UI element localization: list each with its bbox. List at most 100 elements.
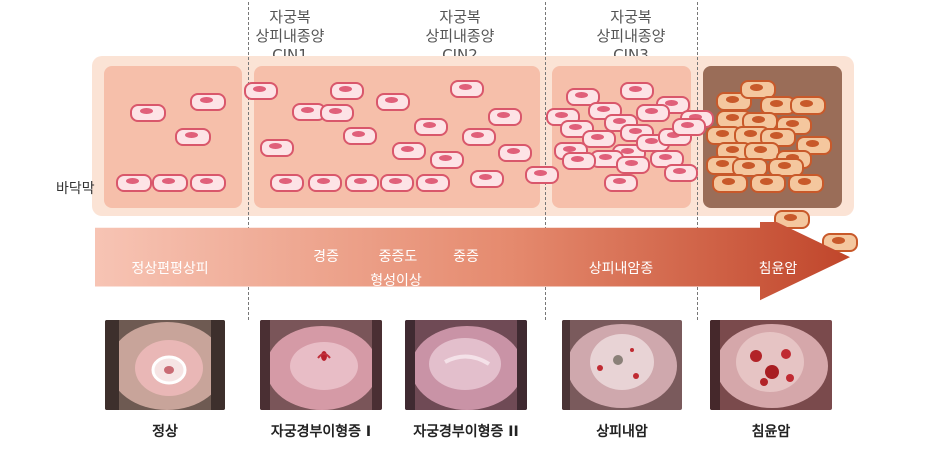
photo-cin2 bbox=[405, 320, 527, 410]
cell-nucleus bbox=[798, 178, 811, 185]
cin3-label-line2: 상피내종양 bbox=[596, 27, 666, 45]
cell-nucleus bbox=[716, 160, 729, 167]
cell-nucleus bbox=[629, 128, 642, 134]
cis-cell bbox=[636, 104, 670, 122]
cell-nucleus bbox=[534, 170, 547, 176]
dysplastic-cell bbox=[470, 170, 504, 188]
cell-nucleus bbox=[744, 130, 757, 137]
cin2-label-line2: 상피내종양 bbox=[425, 27, 495, 45]
dysplastic-cell bbox=[244, 82, 278, 100]
cell-nucleus bbox=[645, 108, 658, 114]
invasive-cell bbox=[750, 174, 786, 193]
cell-nucleus bbox=[716, 130, 729, 137]
progression-arrow bbox=[95, 222, 850, 301]
cin1-label-line1: 자궁복 bbox=[269, 8, 311, 26]
cell-nucleus bbox=[425, 178, 438, 184]
cell-nucleus bbox=[681, 122, 694, 128]
divider-2 bbox=[545, 2, 546, 320]
cell-nucleus bbox=[786, 154, 799, 161]
cell-nucleus bbox=[659, 154, 672, 160]
invasive-cell bbox=[712, 174, 748, 193]
photo-normal bbox=[105, 320, 225, 410]
dysplastic-cell bbox=[308, 174, 342, 192]
cell-nucleus bbox=[742, 162, 755, 169]
cis-cell bbox=[582, 130, 616, 148]
cell-nucleus bbox=[726, 96, 739, 103]
dysplastic-cell bbox=[345, 174, 379, 192]
normal-cell bbox=[175, 128, 211, 146]
cell-nucleus bbox=[591, 134, 604, 140]
invasive-cell bbox=[788, 174, 824, 193]
cell-nucleus bbox=[352, 131, 365, 137]
cell-nucleus bbox=[689, 114, 702, 120]
normal-cell bbox=[152, 174, 188, 192]
dysplastic-cell bbox=[376, 93, 410, 111]
photo-cin1 bbox=[260, 320, 382, 410]
cell-nucleus bbox=[599, 154, 612, 160]
cell-nucleus bbox=[621, 148, 634, 154]
cell-nucleus bbox=[555, 112, 568, 118]
cell-nucleus bbox=[784, 214, 797, 221]
cell-nucleus bbox=[479, 174, 492, 180]
cell-nucleus bbox=[389, 178, 402, 184]
cell-nucleus bbox=[279, 178, 292, 184]
cell-nucleus bbox=[200, 97, 213, 103]
caption-cin2: 자궁경부이형증 II bbox=[413, 424, 519, 440]
arrow-label-mild: 경증 bbox=[313, 249, 339, 265]
normal-cell bbox=[190, 174, 226, 192]
cell-nucleus bbox=[140, 108, 153, 114]
cell-nucleus bbox=[423, 122, 436, 128]
cell-nucleus bbox=[329, 108, 342, 114]
cis-cell bbox=[604, 174, 638, 192]
cell-nucleus bbox=[752, 116, 765, 123]
cell-nucleus bbox=[301, 107, 314, 113]
invasive-cell bbox=[740, 80, 776, 99]
cell-nucleus bbox=[750, 84, 763, 91]
cis-cell bbox=[664, 164, 698, 182]
cell-nucleus bbox=[162, 178, 175, 184]
photo-invasive bbox=[710, 320, 832, 410]
dysplastic-cell bbox=[330, 82, 364, 100]
cell-nucleus bbox=[185, 132, 198, 138]
caption-normal: 정상 bbox=[152, 424, 178, 440]
cell-nucleus bbox=[253, 86, 266, 92]
cell-nucleus bbox=[722, 178, 735, 185]
caption-cis: 상피내암 bbox=[596, 424, 648, 440]
cell-nucleus bbox=[471, 132, 484, 138]
dysplastic-cell bbox=[462, 128, 496, 146]
cell-nucleus bbox=[613, 118, 626, 124]
cell-nucleus bbox=[439, 155, 452, 161]
caption-cin1: 자궁경부이형증 I bbox=[270, 424, 372, 440]
cell-nucleus bbox=[786, 120, 799, 127]
cell-nucleus bbox=[401, 146, 414, 152]
cis-cell bbox=[566, 88, 600, 106]
cell-nucleus bbox=[645, 138, 658, 144]
cell-nucleus bbox=[317, 178, 330, 184]
cell-nucleus bbox=[673, 168, 686, 174]
cell-nucleus bbox=[778, 162, 791, 169]
cell-nucleus bbox=[459, 84, 472, 90]
dysplastic-cell bbox=[392, 142, 426, 160]
dysplastic-cell bbox=[380, 174, 414, 192]
cin3-label-line1: 자궁복 bbox=[610, 8, 652, 26]
arrow-label-severe: 중증 bbox=[453, 249, 479, 265]
invasive-cell bbox=[768, 158, 804, 177]
cell-nucleus bbox=[800, 100, 813, 107]
basement-membrane-label: 바닥막 bbox=[56, 181, 95, 197]
cis-cell bbox=[616, 156, 650, 174]
cell-nucleus bbox=[563, 146, 576, 152]
cell-nucleus bbox=[613, 178, 626, 184]
invasive-cell bbox=[732, 158, 768, 177]
photo-cis bbox=[562, 320, 682, 410]
cell-nucleus bbox=[497, 112, 510, 118]
divider-1 bbox=[248, 2, 249, 320]
cell-nucleus bbox=[760, 178, 773, 185]
divider-3 bbox=[697, 2, 698, 320]
cell-nucleus bbox=[754, 146, 767, 153]
dysplastic-cell bbox=[270, 174, 304, 192]
dysplastic-cell bbox=[414, 118, 448, 136]
caption-invasive: 침윤암 bbox=[751, 424, 791, 440]
dysplastic-cell bbox=[343, 127, 377, 145]
invasive-cell bbox=[790, 96, 826, 115]
normal-cell bbox=[130, 104, 166, 122]
